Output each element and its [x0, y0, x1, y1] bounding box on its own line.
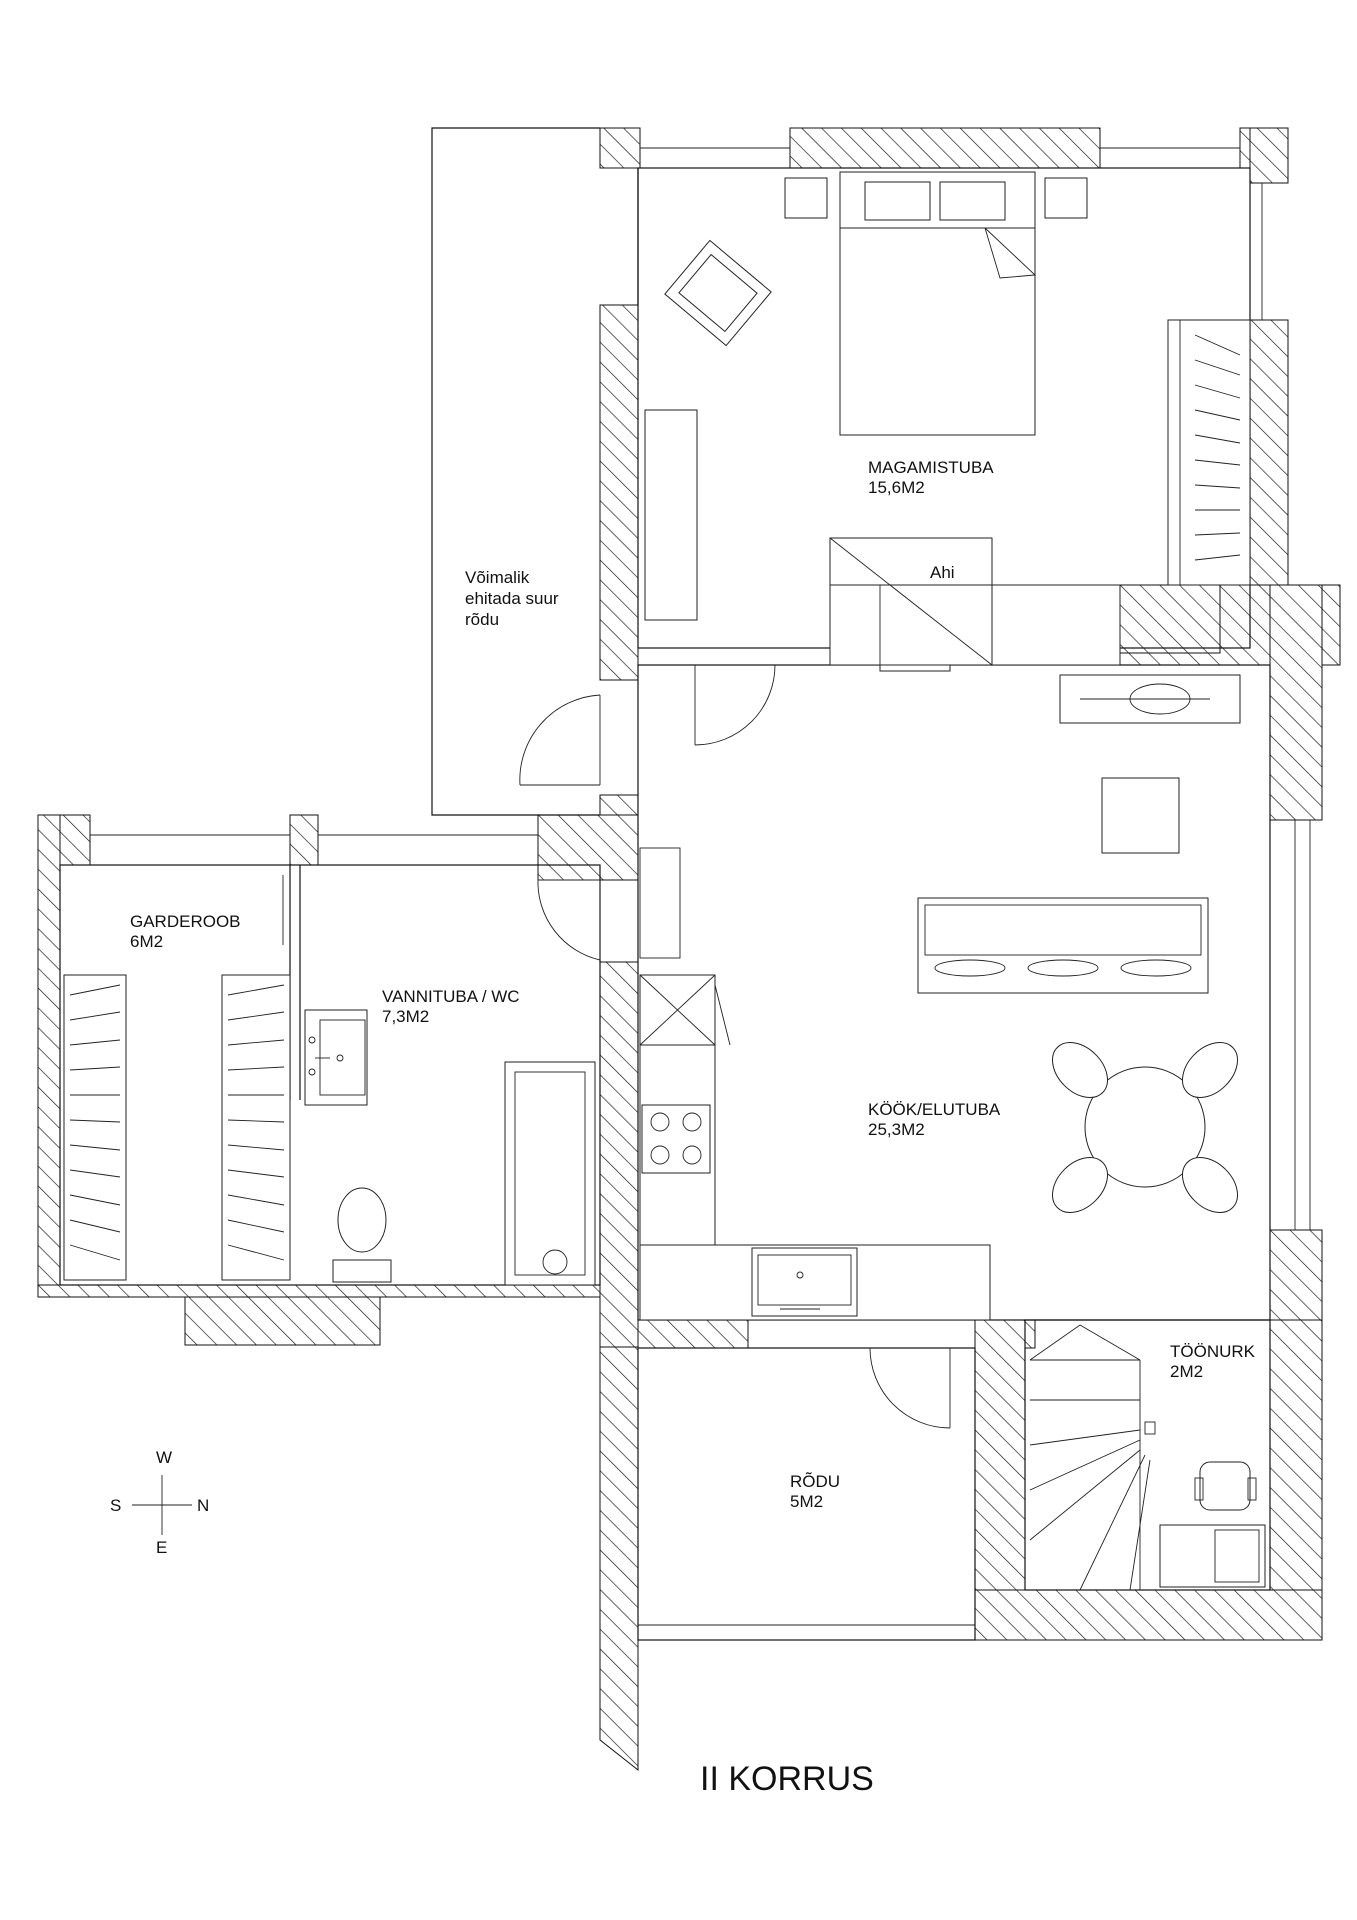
wall-bedroom-left [599, 304, 639, 681]
bathtub [504, 1061, 596, 1286]
wall-stairs-left [974, 1319, 1026, 1641]
pillow-left [864, 181, 931, 221]
garderoob-furniture [63, 974, 291, 1281]
kitchen-furniture [639, 674, 1241, 1321]
stove [829, 537, 1121, 672]
outlines [59, 127, 1311, 1641]
balcony-note-line-1: Võimalik [465, 568, 530, 587]
wall-bedroom-right-top [1249, 127, 1289, 184]
room-name-garderoob: GARDEROOB [130, 912, 241, 931]
room-area-rodu: 5M2 [790, 1492, 823, 1511]
left-block-outline [59, 864, 601, 1286]
compass-bottom-label: E [156, 1538, 167, 1557]
wall-left-bottom [37, 1284, 601, 1298]
wall-kitchen-bottom-left [637, 1319, 749, 1349]
wall-stairs-bottom [974, 1589, 1323, 1641]
stairs [1029, 1324, 1156, 1591]
stairs-outline [1024, 1319, 1271, 1591]
toilet [337, 1187, 387, 1253]
door-kitchen-arc [694, 664, 776, 746]
stove-label: Ahi [930, 563, 955, 582]
wardrobe-left [644, 409, 698, 621]
labels: MAGAMISTUBA 15,6M2 Ahi Võimalik ehitada … [130, 458, 1256, 1798]
rodu-outline [637, 1347, 976, 1641]
room-area-kook: 25,3M2 [868, 1120, 925, 1139]
wall-garderoob-left [37, 814, 61, 1298]
desk-area [1159, 1461, 1266, 1588]
wall-garderoob-top-mid [289, 814, 319, 866]
wardrobe-right [1167, 319, 1251, 586]
wall-bedroom-top-mid [789, 127, 1101, 169]
wall-bedroom-top-left [599, 127, 641, 169]
wall-kitchen-left [599, 961, 639, 1348]
compass-right-label: N [197, 1496, 209, 1515]
sofa [917, 897, 1209, 994]
doors [282, 664, 951, 1429]
office-chair [1199, 1461, 1251, 1511]
room-name-toonurk: TÖÖNURK [1170, 1342, 1256, 1361]
bedroom-furniture [644, 171, 1251, 621]
room-area-vannituba: 7,3M2 [382, 1007, 429, 1026]
chairs [1052, 1042, 1238, 1213]
pillow-right [939, 181, 1006, 221]
walls [37, 127, 1341, 1772]
room-area-garderoob: 6M2 [130, 932, 163, 951]
room-name-magamistuba: MAGAMISTUBA [868, 458, 994, 477]
wall-bath-ventilation [184, 1296, 381, 1346]
floor-title: II KORRUS [700, 1760, 874, 1798]
wall-vannituba-top-right [537, 814, 639, 881]
balcony-note-line-3: rõdu [465, 610, 499, 629]
room-area-toonurk: 2M2 [1170, 1362, 1203, 1381]
kitchen-sink [751, 1247, 858, 1317]
desk [1159, 1524, 1266, 1588]
room-name-rodu: RÕDU [790, 1472, 840, 1491]
door-rodu-arc [869, 1347, 951, 1429]
bath-sink [304, 1009, 368, 1106]
compass-left-label: S [110, 1496, 121, 1515]
compass: W E S N [110, 1448, 209, 1557]
balcony-note-line-2: ehitada suur [465, 589, 559, 608]
dining-table [1084, 1066, 1206, 1188]
bathroom-fixtures [304, 1009, 596, 1286]
armchair [664, 239, 772, 347]
compass-top-label: W [156, 1448, 172, 1467]
coffee-table [1101, 777, 1180, 854]
wall-toonurk-right [1269, 1319, 1323, 1591]
wall-bedroom-right [1249, 319, 1289, 586]
cooktop [641, 1104, 711, 1174]
wall-kitchen-right-top [1269, 584, 1323, 821]
balcony-outline [431, 127, 600, 816]
nightstand-left [784, 177, 828, 219]
wall-balcony-left [599, 1346, 639, 1772]
room-name-kook: KÖÖK/ELUTUBA [868, 1100, 1001, 1119]
closet-right [221, 974, 291, 1281]
room-name-vannituba: VANNITUBA / WC [382, 987, 520, 1006]
wardrobe-right-hangers [1194, 334, 1241, 561]
closet-left [63, 974, 127, 1281]
wall-chimney [1119, 584, 1221, 654]
door-balcony-arc [519, 694, 601, 786]
door-bath-arc [537, 879, 601, 961]
room-area-magamistuba: 15,6M2 [868, 478, 925, 497]
nightstand-right [1044, 177, 1088, 219]
